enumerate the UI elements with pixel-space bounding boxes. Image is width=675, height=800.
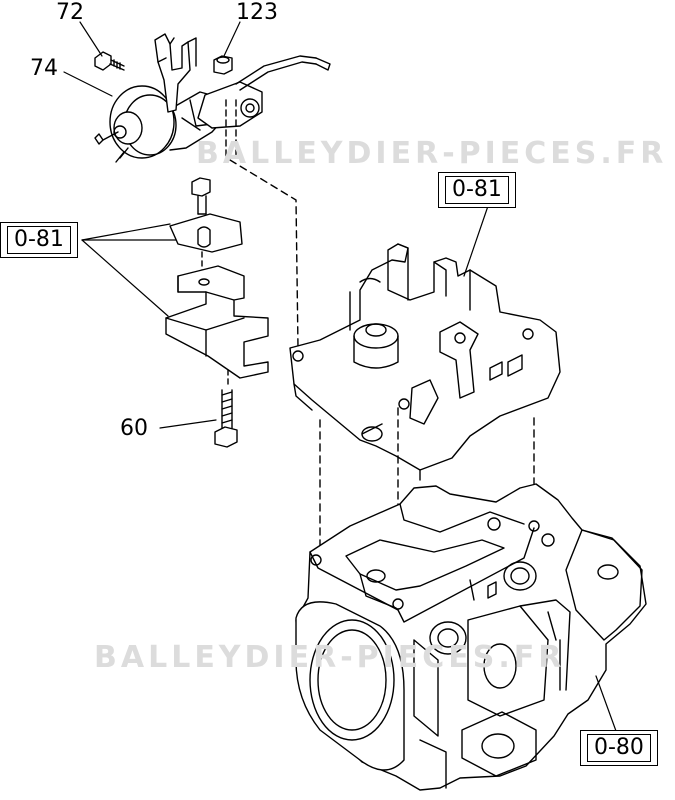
- bolt-60-part: [214, 369, 238, 448]
- callout-72: 72: [56, 0, 84, 25]
- clamp-bolt-part: [169, 177, 243, 273]
- bolt-72-part: [94, 51, 125, 71]
- pump-cover-housing-part: [289, 243, 561, 481]
- reference-box-left-label: 0-81: [7, 226, 71, 254]
- reference-box-bottom-right: 0-80: [580, 730, 658, 766]
- mounting-bracket-part: [165, 265, 269, 379]
- nut-123-part: [213, 55, 233, 75]
- reference-box-top-right: 0-81: [438, 172, 516, 208]
- callout-123: 123: [236, 0, 278, 25]
- reference-box-top-right-label: 0-81: [445, 176, 509, 204]
- linkage-lever-part: [197, 55, 331, 161]
- reference-box-left: 0-81: [0, 222, 78, 258]
- reference-box-bottom-right-label: 0-80: [587, 734, 651, 762]
- vacuum-actuator-part: [94, 85, 231, 163]
- callout-60: 60: [120, 416, 148, 441]
- injection-pump-body-part: [295, 483, 647, 791]
- callout-74: 74: [30, 56, 58, 81]
- actuator-bracket-part: [154, 33, 197, 113]
- callout-leaders: [63, 21, 621, 743]
